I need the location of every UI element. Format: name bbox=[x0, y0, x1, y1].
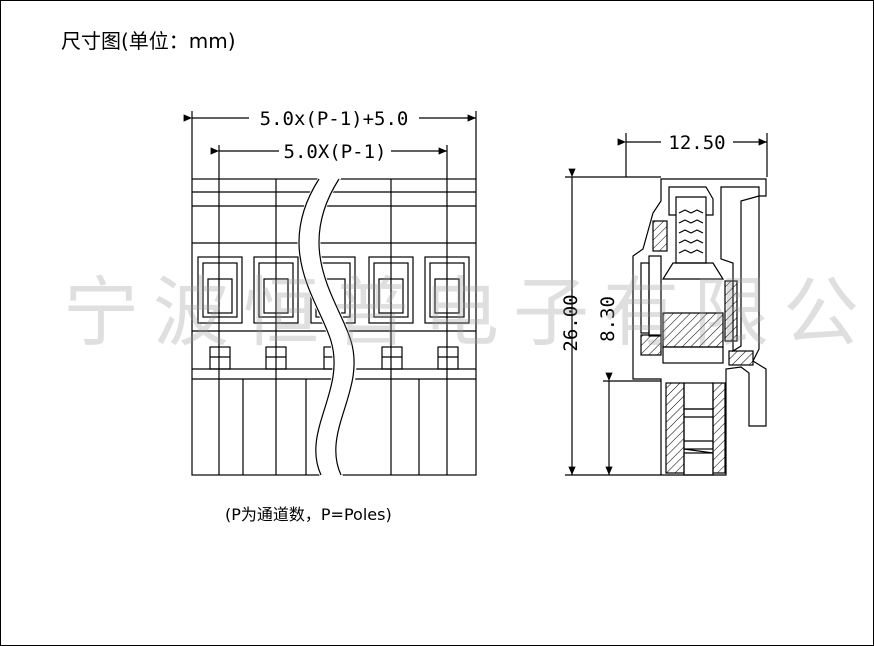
screw-window-2 bbox=[253, 256, 299, 324]
dim-pitch-label: 5.0X(P-1) bbox=[284, 141, 387, 163]
dim-overall-label: 5.0x(P-1)+5.0 bbox=[260, 108, 409, 130]
screw-window-5 bbox=[424, 256, 470, 324]
side-view bbox=[565, 133, 768, 476]
drawing-title: 尺寸图(单位：mm) bbox=[61, 29, 236, 53]
dim-height-label: 26.00 bbox=[560, 294, 582, 351]
screw-window-1 bbox=[197, 256, 243, 324]
screw-window-4 bbox=[368, 256, 414, 324]
poles-note: (P为通道数，P=Poles) bbox=[225, 505, 392, 524]
front-view bbox=[183, 111, 477, 477]
dim-width-label: 12.50 bbox=[668, 132, 725, 154]
dim-pin-label: 8.30 bbox=[597, 296, 619, 342]
